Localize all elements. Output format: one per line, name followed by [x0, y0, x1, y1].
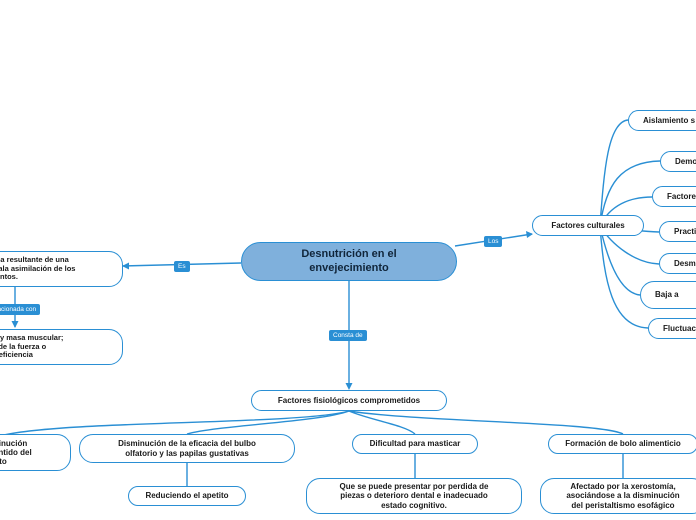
physio-child-apetito[interactable]: Reduciendo el apetito	[128, 486, 246, 506]
arrowhead-related	[11, 321, 19, 328]
cultural-item-aislamiento[interactable]: Aislamiento s	[628, 110, 696, 131]
physio-child-xerostomia[interactable]: Afectado por la xerostomía, asociándose …	[540, 478, 696, 514]
cultural-item-fluctuac[interactable]: Fluctuac	[648, 318, 696, 339]
physiological-factors-node[interactable]: Factores fisiológicos comprometidos	[251, 390, 447, 411]
related-node[interactable]: eso y masa muscular; ión de la fuerza o …	[0, 329, 123, 365]
link-tag-es: Es	[174, 261, 190, 272]
physio-item-masticar[interactable]: Dificultad para masticar	[352, 434, 478, 454]
physio-item-olfato[interactable]: Disminución de la eficacia del bulbo olf…	[79, 434, 295, 463]
edge-cultural-6	[599, 225, 641, 296]
cultural-item-demo[interactable]: Demo	[660, 151, 696, 172]
physio-item-bolo[interactable]: Formación de bolo alimenticio	[548, 434, 696, 454]
root-node[interactable]: Desnutrición en el envejecimiento	[241, 242, 457, 281]
link-tag-consta-de: Consta de	[329, 330, 367, 341]
physio-item-gusto[interactable]: isminución l sentido del gusto	[0, 434, 71, 471]
cultural-item-practi[interactable]: Practi	[659, 221, 696, 242]
cultural-factors-node[interactable]: Factores culturales	[532, 215, 644, 236]
edge-physio-3	[348, 410, 416, 435]
edge-cultural-2	[599, 160, 661, 227]
edge-physio-2	[186, 410, 350, 435]
edge-physio-1	[0, 410, 350, 437]
arrowhead-cultural	[526, 231, 533, 238]
cultural-item-desm[interactable]: Desm	[659, 253, 696, 274]
arrowhead-definition	[122, 262, 129, 270]
cultural-item-factore[interactable]: Factore	[652, 186, 696, 207]
definition-node[interactable]: ógica resultante de una o mala asimilaci…	[0, 251, 123, 287]
physio-child-perdida[interactable]: Que se puede presentar por perdida de pi…	[306, 478, 522, 514]
edge-cultural-1	[599, 119, 629, 227]
edge-physio-4	[348, 410, 624, 435]
link-tag-relacionada-con: lacionada con	[0, 304, 41, 315]
arrowhead-physio	[345, 383, 353, 390]
cultural-item-baja[interactable]: Baja a	[640, 281, 696, 309]
link-tag-los: Los	[484, 236, 503, 247]
edge-cultural-7	[599, 225, 649, 329]
